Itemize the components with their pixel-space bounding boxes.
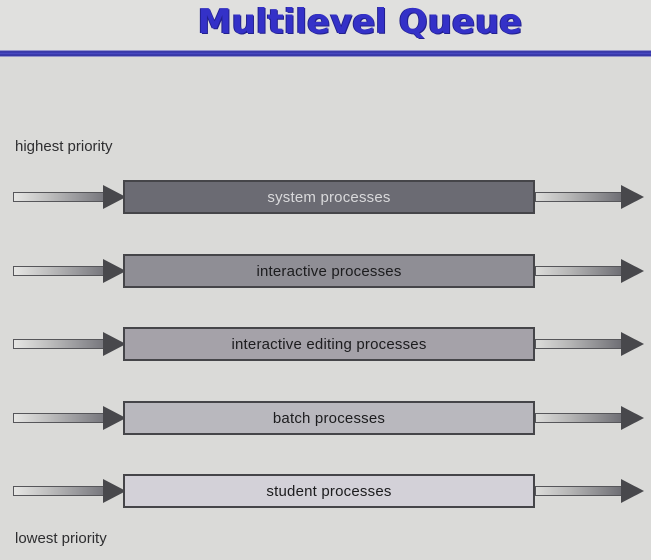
arrow-shaft xyxy=(535,266,623,276)
queue-box-interactive-editing: interactive editing processes xyxy=(123,327,535,361)
outgoing-arrow xyxy=(535,259,644,283)
arrow-shaft xyxy=(13,486,105,496)
queue-row: interactive editing processes xyxy=(0,327,651,361)
arrow-shaft xyxy=(13,413,105,423)
arrow-shaft xyxy=(535,339,623,349)
outgoing-arrow xyxy=(535,185,644,209)
lowest-priority-label: lowest priority xyxy=(15,530,107,547)
arrowhead-icon xyxy=(103,185,126,209)
outgoing-arrow xyxy=(535,332,644,356)
outgoing-arrow xyxy=(535,406,644,430)
arrowhead-icon xyxy=(621,185,644,209)
queue-label: student processes xyxy=(266,482,392,500)
arrow-shaft xyxy=(535,486,623,496)
incoming-arrow xyxy=(13,332,126,356)
arrow-shaft xyxy=(13,192,105,202)
queue-box-interactive: interactive processes xyxy=(123,254,535,288)
arrowhead-icon xyxy=(621,479,644,503)
arrowhead-icon xyxy=(621,259,644,283)
queue-box-student: student processes xyxy=(123,474,535,508)
queue-box-batch: batch processes xyxy=(123,401,535,435)
arrowhead-icon xyxy=(103,479,126,503)
incoming-arrow xyxy=(13,185,126,209)
arrow-shaft xyxy=(13,266,105,276)
queue-row: system processes xyxy=(0,180,651,214)
arrowhead-icon xyxy=(103,406,126,430)
highest-priority-label: highest priority xyxy=(15,138,113,155)
queue-box-system: system processes xyxy=(123,180,535,214)
arrowhead-icon xyxy=(103,332,126,356)
queue-label: interactive editing processes xyxy=(231,335,427,353)
header-band xyxy=(0,0,651,50)
arrow-shaft xyxy=(535,192,623,202)
page-title: Multilevel Queue xyxy=(197,2,523,42)
incoming-arrow xyxy=(13,406,126,430)
arrowhead-icon xyxy=(621,332,644,356)
title-underline-rule xyxy=(0,50,651,57)
arrow-shaft xyxy=(13,339,105,349)
incoming-arrow xyxy=(13,259,126,283)
queue-label: batch processes xyxy=(272,409,386,427)
outgoing-arrow xyxy=(535,479,644,503)
queue-label: system processes xyxy=(267,188,391,206)
incoming-arrow xyxy=(13,479,126,503)
arrowhead-icon xyxy=(103,259,126,283)
queue-row: student processes xyxy=(0,474,651,508)
queue-label: interactive processes xyxy=(256,262,402,280)
arrowhead-icon xyxy=(621,406,644,430)
arrow-shaft xyxy=(535,413,623,423)
queue-row: interactive processes xyxy=(0,254,651,288)
queue-row: batch processes xyxy=(0,401,651,435)
